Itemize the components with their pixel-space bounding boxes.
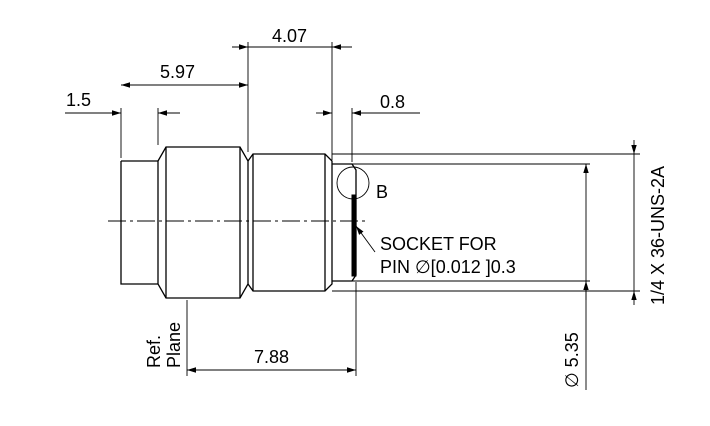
detail-b-callout: B — [336, 166, 388, 202]
socket-note-line1: SOCKET FOR — [380, 234, 497, 254]
dimension-5-35-text: ∅ 5.35 — [562, 332, 582, 388]
dimension-thread: 1/4 X 36-UNS-2A — [332, 140, 668, 305]
ref-plane-label: Ref. Plane — [144, 322, 184, 368]
socket-note: SOCKET FOR PIN ∅[0.012 ]0.3 — [355, 225, 516, 277]
dimension-diameter-5-35: ∅ 5.35 — [352, 163, 590, 390]
ref-plane-line2: Plane — [164, 322, 184, 368]
thread-spec-text: 1/4 X 36-UNS-2A — [648, 166, 668, 305]
dimension-1-5: 1.5 — [65, 90, 180, 158]
dimension-0-8: 0.8 — [316, 92, 420, 162]
dimension-5-97-text: 5.97 — [160, 62, 195, 82]
detail-b-label: B — [376, 182, 388, 202]
dimension-7-88: 7.88 — [186, 282, 357, 376]
dimension-1-5-text: 1.5 — [66, 90, 91, 110]
dimension-0-8-text: 0.8 — [380, 92, 405, 112]
dimension-5-97: 5.97 — [121, 62, 249, 152]
dimension-4-07-text: 4.07 — [272, 26, 307, 46]
dimension-7-88-text: 7.88 — [254, 347, 289, 367]
dimension-4-07: 4.07 — [232, 26, 352, 160]
socket-note-line2: PIN ∅[0.012 ]0.3 — [380, 257, 516, 277]
ref-plane-line1: Ref. — [144, 335, 164, 368]
connector-body — [108, 146, 368, 299]
